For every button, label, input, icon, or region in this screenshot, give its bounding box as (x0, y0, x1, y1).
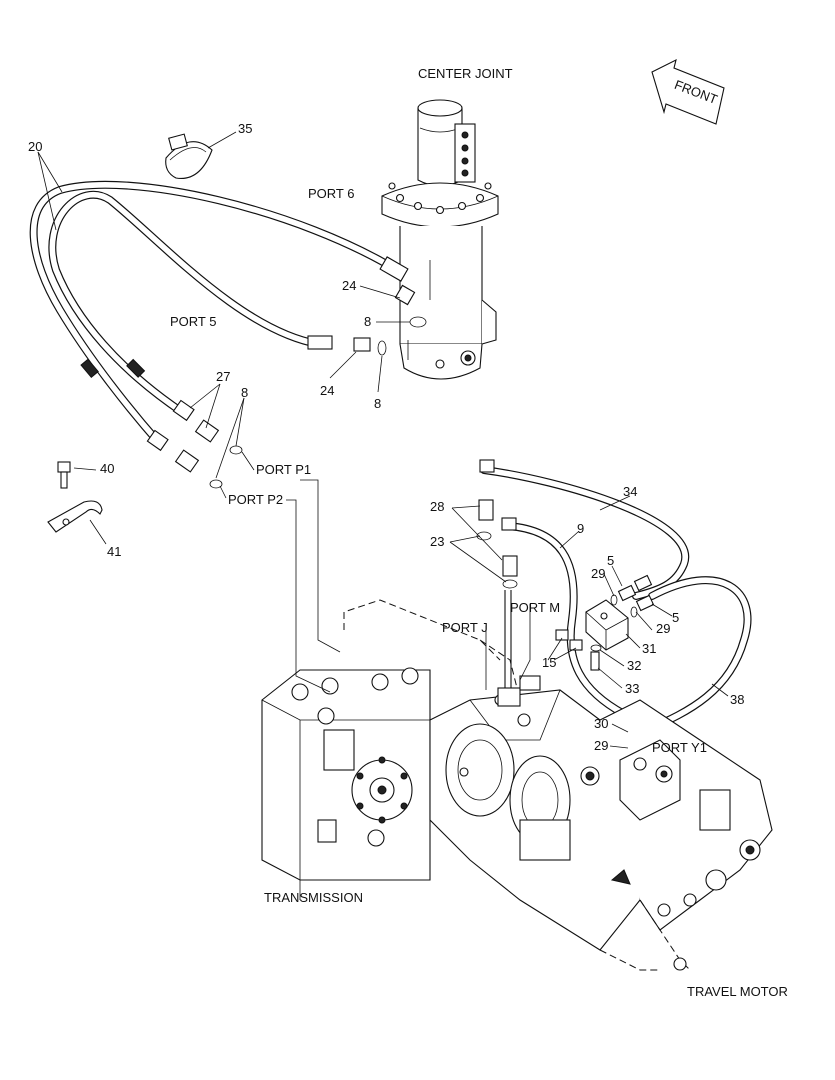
center-joint-label: CENTER JOINT (418, 66, 513, 81)
callout-8-upper: 8 (364, 314, 371, 329)
port6-fitting (379, 256, 427, 328)
travel-motor-label: TRAVEL MOTOR (687, 984, 788, 999)
fittings-15-32-33 (555, 629, 602, 671)
fittings-5-29 (610, 574, 655, 618)
transmission (261, 599, 501, 900)
labels: CENTER JOINT PORT 6 PORT 5 PORT P1 PORT … (170, 66, 788, 999)
port-6-label: PORT 6 (308, 186, 354, 201)
callout-34: 34 (623, 484, 637, 499)
callout-40: 40 (100, 461, 114, 476)
bolt-40 (57, 461, 71, 489)
port-y1-label: PORT Y1 (652, 740, 707, 755)
callout-31: 31 (642, 641, 656, 656)
callout-29-lower: 29 (594, 738, 608, 753)
valve-block-31 (585, 599, 629, 651)
callout-29-upper: 29 (591, 566, 605, 581)
hose-clamp-35 (165, 133, 213, 179)
bracket-41 (47, 500, 103, 533)
callout-38: 38 (730, 692, 744, 707)
callout-20: 20 (28, 139, 42, 154)
leader-lines (37, 131, 729, 749)
callout-8-lower: 8 (374, 396, 381, 411)
callout-41: 41 (107, 544, 121, 559)
port-j-label: PORT J (442, 620, 488, 635)
port-m-label: PORT M (510, 600, 560, 615)
fittings-28-23 (476, 499, 518, 710)
callout-24-lower: 24 (320, 383, 334, 398)
port-p1-label: PORT P1 (256, 462, 311, 477)
callout-15: 15 (542, 655, 556, 670)
callout-27: 27 (216, 369, 230, 384)
callout-5-upper: 5 (607, 553, 614, 568)
travel-motor (429, 639, 773, 971)
callout-8-hose: 8 (241, 385, 248, 400)
front-arrow: FRONT (651, 58, 725, 125)
callout-33: 33 (625, 681, 639, 696)
hose-38 (642, 576, 752, 734)
fittings-27 (146, 399, 243, 489)
callout-29-middle: 29 (656, 621, 670, 636)
port5-fitting (307, 335, 387, 356)
callout-9: 9 (577, 521, 584, 536)
callout-30: 30 (594, 716, 608, 731)
callout-23: 23 (430, 534, 444, 549)
callout-numbers: 20 35 24 8 24 8 27 8 40 41 28 23 34 9 5 … (28, 121, 744, 753)
hose-9 (501, 517, 628, 718)
hose-assembly-20 (29, 180, 404, 448)
transmission-label: TRANSMISSION (264, 890, 363, 905)
callout-24-upper: 24 (342, 278, 356, 293)
port-p2-label: PORT P2 (228, 492, 283, 507)
callout-35: 35 (238, 121, 252, 136)
center-joint (381, 99, 499, 380)
port-5-label: PORT 5 (170, 314, 216, 329)
callout-28: 28 (430, 499, 444, 514)
callout-32: 32 (627, 658, 641, 673)
callout-5-lower: 5 (672, 610, 679, 625)
